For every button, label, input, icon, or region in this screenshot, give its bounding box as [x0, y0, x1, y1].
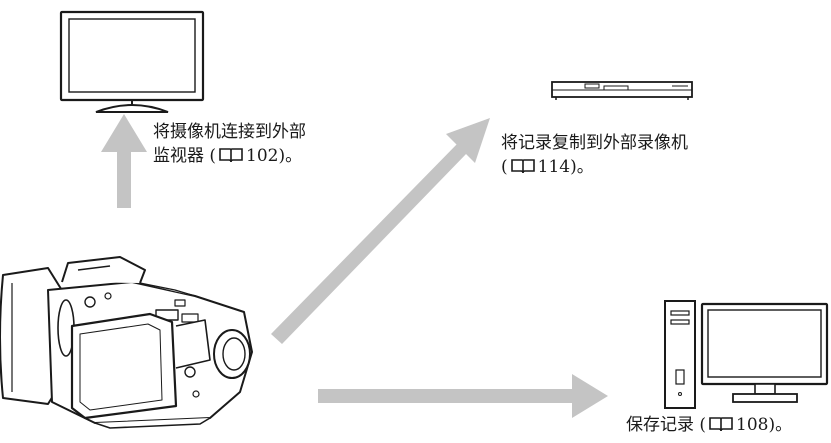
book-icon	[510, 159, 535, 174]
tv-label-line1: 将摄像机连接到外部	[153, 122, 306, 142]
arrow-diagonal-to-recorder	[271, 118, 490, 344]
recorder-label-line2: (114)。	[501, 155, 688, 179]
computer-icon	[664, 300, 829, 409]
arrow-up-to-tv	[101, 114, 147, 208]
tv-icon	[59, 10, 205, 113]
tv-label-page[interactable]: 102	[246, 146, 279, 166]
book-icon	[709, 417, 733, 432]
tv-connection-label: 将摄像机连接到外部 监视器 ( 102)。	[153, 120, 306, 168]
recorder-label-line1: 将记录复制到外部录像机	[501, 133, 688, 153]
recorder-label-page[interactable]: 114	[537, 157, 571, 177]
tv-label-prefix: 监视器 (	[153, 146, 217, 166]
recorder-label-suffix: )。	[570, 157, 594, 177]
recorder-label-prefix: (	[501, 157, 508, 177]
recorder-copy-label: 将记录复制到外部录像机 (114)。	[501, 131, 688, 179]
tv-label-line2: 监视器 ( 102)。	[153, 144, 306, 168]
computer-save-label: 保存记录 ( 108)。	[626, 413, 792, 437]
arrow-right-to-computer	[318, 374, 608, 418]
recorder-icon	[551, 81, 693, 100]
book-icon	[219, 148, 243, 163]
tv-label-suffix: )。	[278, 146, 303, 166]
computer-label-prefix: 保存记录 (	[626, 415, 707, 435]
camcorder-icon	[0, 256, 253, 429]
computer-label-suffix: )。	[768, 415, 793, 435]
computer-label-page[interactable]: 108	[736, 415, 769, 435]
